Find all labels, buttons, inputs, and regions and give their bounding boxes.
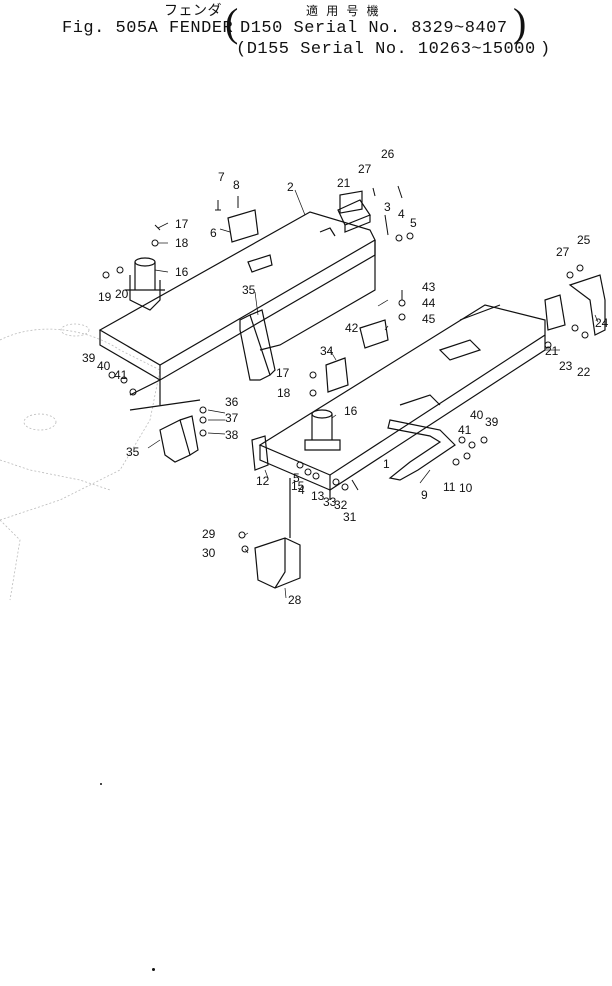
callout-19: 19 <box>98 290 112 304</box>
callout-21b: 21 <box>545 344 559 358</box>
hardware-bolts <box>102 185 589 553</box>
callout-18b: 18 <box>277 386 291 400</box>
callout-31: 31 <box>343 510 357 524</box>
callout-17: 17 <box>175 217 189 231</box>
callout-30: 30 <box>202 546 216 560</box>
callout-28: 28 <box>288 593 302 607</box>
close-paren-2: ) <box>540 40 551 59</box>
callout-6: 6 <box>210 226 217 240</box>
fender-stand-left <box>125 257 165 311</box>
callout-5: 5 <box>410 216 417 230</box>
callout-35: 35 <box>242 283 256 297</box>
callout-4b: 4 <box>298 483 305 497</box>
callout-9: 9 <box>421 488 428 502</box>
callout-40: 40 <box>97 359 111 373</box>
callout-41: 41 <box>114 368 128 382</box>
callout-21: 21 <box>337 176 351 190</box>
callout-33: 33 <box>323 495 337 509</box>
callout-15: 15 <box>291 479 305 493</box>
fender-stand-right <box>304 409 341 451</box>
callout-32: 32 <box>334 498 348 512</box>
callout-2: 2 <box>287 180 294 194</box>
model-serial-1: D150 Serial No. 8329~8407 <box>240 19 508 38</box>
callout-20: 20 <box>115 287 129 301</box>
callout-22: 22 <box>577 365 591 379</box>
callout-labels: 1 2 3 4 4 5 5 6 7 8 9 10 11 12 13 15 16 … <box>82 147 609 607</box>
callout-27b: 27 <box>556 245 570 259</box>
callout-1: 1 <box>383 457 390 471</box>
close-paren: ) <box>513 0 527 45</box>
callout-25: 25 <box>577 233 591 247</box>
leader-lines <box>147 189 599 599</box>
bracket-35-lower <box>129 399 201 463</box>
callout-40b: 40 <box>470 408 484 422</box>
fender-right <box>258 304 546 500</box>
callout-45: 45 <box>422 312 436 326</box>
callout-41b: 41 <box>458 423 472 437</box>
callout-27: 27 <box>358 162 372 176</box>
callout-10: 10 <box>459 481 473 495</box>
japanese-applicable-models: 適 用 号 機 <box>306 5 380 19</box>
callout-18: 18 <box>175 236 189 250</box>
stray-dot <box>152 968 155 971</box>
callout-44: 44 <box>422 296 436 310</box>
callout-11: 11 <box>443 480 456 494</box>
bracket-42 <box>359 319 389 349</box>
callout-34: 34 <box>320 344 334 358</box>
callout-8: 8 <box>233 178 240 192</box>
callout-4: 4 <box>398 207 405 221</box>
bracket-35-upper <box>239 309 276 381</box>
callout-39b: 39 <box>485 415 499 429</box>
callout-36: 36 <box>225 395 239 409</box>
stray-dot-2 <box>100 783 102 785</box>
bracket-24 <box>544 274 606 336</box>
callout-16b: 16 <box>344 404 358 418</box>
open-paren: ( <box>225 0 239 45</box>
callout-39: 39 <box>82 351 96 365</box>
callout-26: 26 <box>381 147 395 161</box>
callout-7: 7 <box>218 170 225 184</box>
plate-6 <box>227 209 259 243</box>
callout-16: 16 <box>175 265 189 279</box>
bracket-28 <box>254 478 301 589</box>
model-serial-2: (D155 Serial No. 10263~15000 <box>236 40 536 59</box>
callout-24: 24 <box>595 316 609 330</box>
callout-42: 42 <box>345 321 359 335</box>
callout-29: 29 <box>202 527 216 541</box>
callout-5b: 5 <box>293 471 300 485</box>
callout-13: 13 <box>311 489 325 503</box>
callout-37: 37 <box>225 411 239 425</box>
background-machine-outline <box>0 323 161 601</box>
callout-23: 23 <box>559 359 573 373</box>
bracket-34 <box>325 357 349 393</box>
japanese-title: フェンダ <box>164 4 222 20</box>
fender-upper-left <box>98 190 376 405</box>
callout-35b: 35 <box>126 445 140 459</box>
callout-3: 3 <box>384 200 391 214</box>
callout-43: 43 <box>422 280 436 294</box>
plate-12 <box>251 435 269 471</box>
handrail-9 <box>387 419 456 481</box>
callout-38: 38 <box>225 428 239 442</box>
callout-12: 12 <box>256 474 270 488</box>
bracket-21-top <box>337 199 371 233</box>
callout-17b: 17 <box>276 366 290 380</box>
diagram-header: フェンダ 適 用 号 機 Fig. 505A FENDER ( D150 Ser… <box>0 0 612 70</box>
figure-title: Fig. 505A FENDER <box>62 19 234 38</box>
